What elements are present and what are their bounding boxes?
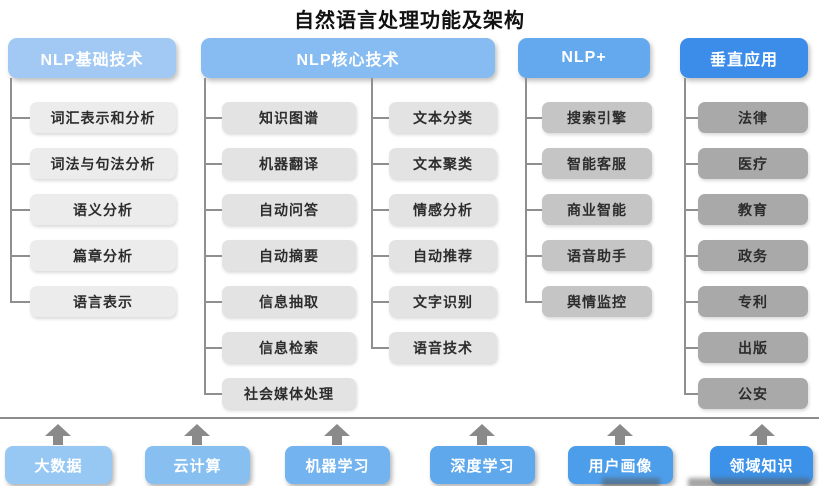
- foundation-big-data: 大数据: [5, 446, 112, 484]
- connector-line-core-left: [204, 78, 206, 394]
- up-arrow-icon: [749, 424, 775, 445]
- connector-line-vertical: [684, 78, 686, 394]
- connector-line-core-right: [371, 78, 373, 348]
- node-smart-customer-service: 智能客服: [525, 148, 652, 179]
- node-patent: 专利: [684, 286, 808, 317]
- header-vertical-apps: 垂直应用: [680, 38, 808, 78]
- node-discourse-analysis: 篇章分析: [10, 240, 176, 271]
- node-sentiment-analysis: 情感分析: [371, 194, 497, 225]
- node-information-extraction: 信息抽取: [204, 286, 356, 317]
- node-speech-technology: 语音技术: [371, 332, 497, 363]
- node-semantic-analysis: 语义分析: [10, 194, 176, 225]
- node-public-security: 公安: [684, 378, 808, 409]
- node-business-intelligence: 商业智能: [525, 194, 652, 225]
- node-lexical-syntax-analysis: 词法与句法分析: [10, 148, 176, 179]
- up-arrow-icon: [45, 424, 71, 445]
- foundation-deep-learning: 深度学习: [430, 446, 535, 484]
- node-medical: 医疗: [684, 148, 808, 179]
- header-nlp-plus: NLP+: [518, 38, 650, 78]
- node-question-answering: 自动问答: [204, 194, 356, 225]
- connector-line-plus: [525, 78, 527, 302]
- header-nlp-core-tech: NLP核心技术: [201, 38, 495, 78]
- node-voice-assistant: 语音助手: [525, 240, 652, 271]
- separator-line: [0, 417, 819, 419]
- node-text-clustering: 文本聚类: [371, 148, 497, 179]
- node-knowledge-graph: 知识图谱: [204, 102, 356, 133]
- node-information-retrieval: 信息检索: [204, 332, 356, 363]
- connector-line-basic: [10, 78, 12, 302]
- node-text-classification: 文本分类: [371, 102, 497, 133]
- node-government: 政务: [684, 240, 808, 271]
- up-arrow-icon: [184, 424, 210, 445]
- up-arrow-icon: [469, 424, 495, 445]
- up-arrow-icon: [607, 424, 633, 445]
- node-law: 法律: [684, 102, 808, 133]
- node-publishing: 出版: [684, 332, 808, 363]
- node-search-engine: 搜索引擎: [525, 102, 652, 133]
- foundation-cloud-computing: 云计算: [145, 446, 250, 484]
- node-machine-translation: 机器翻译: [204, 148, 356, 179]
- node-language-representation: 语言表示: [10, 286, 176, 317]
- node-ocr: 文字识别: [371, 286, 497, 317]
- node-opinion-monitoring: 舆情监控: [525, 286, 652, 317]
- diagram-title: 自然语言处理功能及架构: [294, 10, 525, 32]
- foundation-machine-learning: 机器学习: [285, 446, 390, 484]
- foundation-user-profile: 用户画像: [568, 446, 673, 484]
- node-education: 教育: [684, 194, 808, 225]
- header-nlp-basic-tech: NLP基础技术: [8, 38, 176, 78]
- foundation-domain-knowledge: 领域知识: [710, 446, 813, 484]
- node-auto-recommendation: 自动推荐: [371, 240, 497, 271]
- node-social-media-processing: 社会媒体处理: [204, 378, 356, 409]
- node-auto-summarization: 自动摘要: [204, 240, 356, 271]
- node-lexical-representation: 词汇表示和分析: [10, 102, 176, 133]
- up-arrow-icon: [324, 424, 350, 445]
